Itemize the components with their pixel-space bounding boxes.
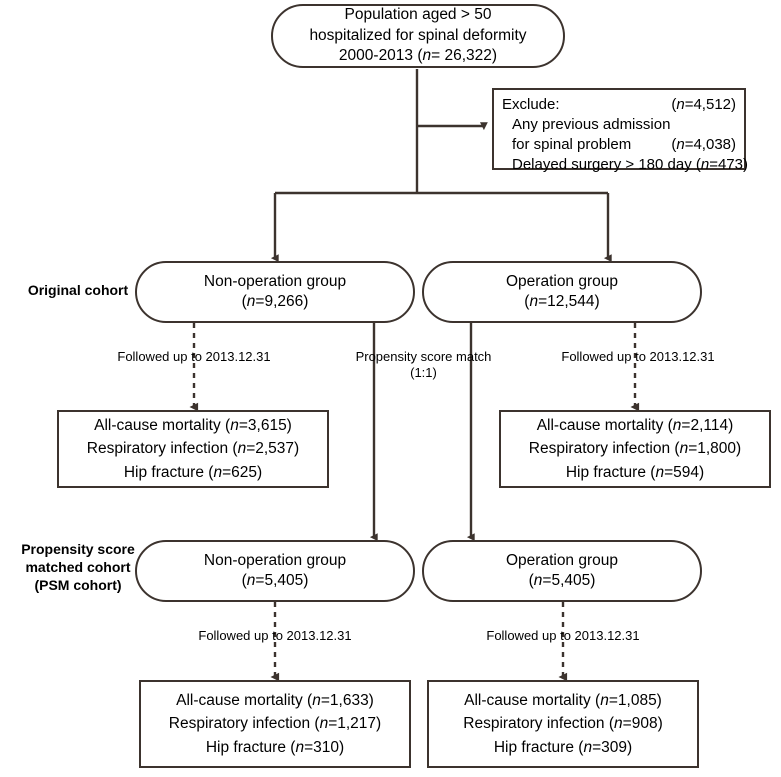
node-psm-nonop-outcomes: All-cause mortality (n=1,633) Respirator… bbox=[139, 680, 411, 768]
psm-cohort-line3: (PSM cohort) bbox=[34, 577, 122, 594]
psm-nonop-title: Non-operation group bbox=[203, 551, 347, 569]
node-exclude: Exclude: (n=4,512) Any previous admissio… bbox=[492, 88, 748, 173]
psm-op-count: (n=5,405) bbox=[528, 572, 596, 589]
psm-cohort-line1: Propensity score bbox=[21, 541, 135, 557]
source-population-line1: Population aged > 50 bbox=[344, 6, 492, 24]
edge-label-followup-original-right: Followed up to 2013.12.31 bbox=[561, 349, 715, 364]
source-population-line3: 2000-2013 (n= 26,322) bbox=[338, 47, 498, 65]
edge-label-followup-psm-right: Followed up to 2013.12.31 bbox=[486, 628, 640, 643]
side-label-psm-cohort: Propensity score matched cohort (PSM coh… bbox=[4, 540, 152, 595]
node-psm-op-outcomes: All-cause mortality (n=1,085) Respirator… bbox=[427, 680, 699, 768]
psm-nonop-count: (n=5,405) bbox=[241, 572, 309, 589]
outcome-hip-fracture: Hip fracture (n=309) bbox=[493, 738, 633, 756]
original-op-title: Operation group bbox=[505, 272, 619, 290]
exclude-row: Delayed surgery > 180 day (n=473) bbox=[502, 155, 748, 175]
exclude-row-count: (n=4,512) bbox=[671, 96, 736, 113]
exclude-row: Any previous admission bbox=[502, 115, 736, 135]
outcome-all-cause-mortality: All-cause mortality (n=1,633) bbox=[176, 692, 374, 710]
outcome-hip-fracture: Hip fracture (n=625) bbox=[123, 463, 263, 481]
source-population-line2: hospitalized for spinal deformity bbox=[309, 26, 527, 44]
original-nonop-title: Non-operation group bbox=[203, 272, 347, 290]
outcome-respiratory-infection: Respiratory infection (n=1,800) bbox=[528, 440, 742, 458]
node-original-nonoperation-group: Non-operation group (n=9,266) bbox=[135, 261, 415, 323]
original-nonop-count: (n=9,266) bbox=[241, 293, 309, 310]
original-op-count: (n=12,544) bbox=[524, 293, 600, 310]
outcome-respiratory-infection: Respiratory infection (n=908) bbox=[463, 715, 663, 733]
psm-match-line2: (1:1) bbox=[410, 365, 437, 381]
edge-label-followup-psm-left: Followed up to 2013.12.31 bbox=[198, 628, 352, 643]
node-original-nonop-outcomes: All-cause mortality (n=3,615) Respirator… bbox=[57, 410, 329, 488]
exclude-row-label: for spinal problem bbox=[512, 135, 632, 153]
outcome-hip-fracture: Hip fracture (n=310) bbox=[205, 738, 345, 756]
node-source-population: Population aged > 50 hospitalized for sp… bbox=[271, 4, 565, 68]
node-psm-nonoperation-group: Non-operation group (n=5,405) bbox=[135, 540, 415, 602]
exclude-row-label: Exclude: bbox=[502, 96, 560, 113]
psm-op-title: Operation group bbox=[505, 551, 619, 569]
edge-label-psm-match: Propensity score match (1:1) bbox=[336, 349, 511, 382]
outcome-all-cause-mortality: All-cause mortality (n=2,114) bbox=[536, 417, 734, 435]
outcome-all-cause-mortality: All-cause mortality (n=1,085) bbox=[464, 692, 662, 710]
psm-cohort-line2: matched cohort bbox=[25, 559, 131, 576]
psm-match-line1: Propensity score match bbox=[355, 349, 492, 364]
exclude-row-label: Any previous admission bbox=[512, 115, 671, 133]
outcome-hip-fracture: Hip fracture (n=594) bbox=[565, 463, 705, 481]
node-original-op-outcomes: All-cause mortality (n=2,114) Respirator… bbox=[499, 410, 771, 488]
outcome-all-cause-mortality: All-cause mortality (n=3,615) bbox=[94, 417, 292, 435]
exclude-row: Exclude: (n=4,512) bbox=[502, 95, 736, 115]
edge-label-followup-original-left: Followed up to 2013.12.31 bbox=[117, 349, 271, 364]
outcome-respiratory-infection: Respiratory infection (n=1,217) bbox=[168, 715, 382, 733]
node-psm-operation-group: Operation group (n=5,405) bbox=[422, 540, 702, 602]
exclude-row-count: (n=4,038) bbox=[671, 135, 736, 153]
exclude-row: for spinal problem (n=4,038) bbox=[502, 135, 736, 155]
outcome-respiratory-infection: Respiratory infection (n=2,537) bbox=[86, 440, 300, 458]
node-original-operation-group: Operation group (n=12,544) bbox=[422, 261, 702, 323]
side-label-original-cohort: Original cohort bbox=[27, 282, 129, 298]
exclude-row-label: Delayed surgery > 180 day (n=473) bbox=[512, 155, 748, 173]
